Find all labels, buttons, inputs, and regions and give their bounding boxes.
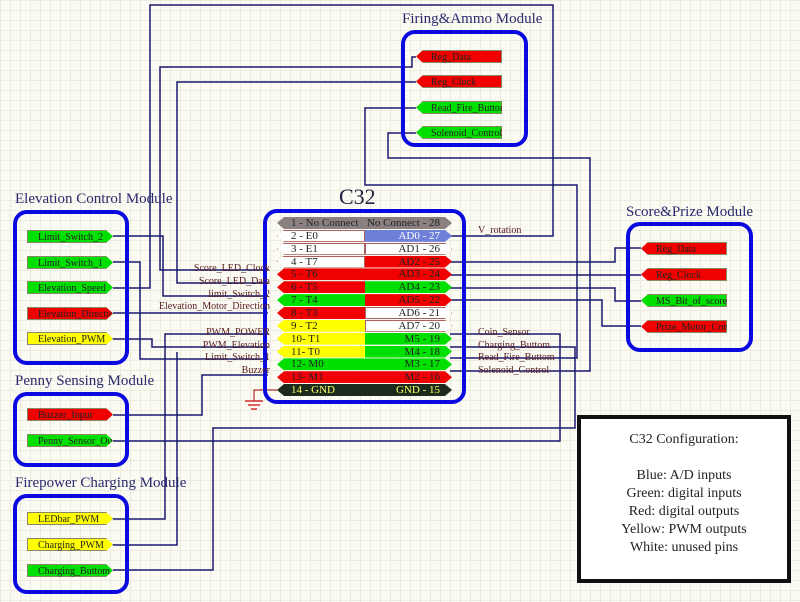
chip-pin[interactable]: M2 - 16 [365, 371, 452, 383]
chip-pin[interactable]: 6 - T5 [277, 281, 365, 294]
firing-ammo-module [401, 30, 528, 147]
chip-pin[interactable]: 5 - T6 [277, 268, 365, 281]
firepower-module-title: Firepower Charging Module [15, 475, 187, 491]
net-label: Read_Fire_Buttom [478, 352, 555, 363]
firing-port-reg-data[interactable]: Reg_Data [416, 50, 502, 63]
chip-pin[interactable]: M4 - 18 [365, 346, 452, 358]
elevation-port-limit-switch-1[interactable]: Limit_Switch_1 [27, 256, 113, 269]
config-line: Yellow: PWM outputs [621, 522, 747, 537]
firing-port-read-fire-buttom[interactable]: Read_Fire_Buttom [416, 101, 502, 114]
chip-pin[interactable]: 10- T1 [277, 332, 365, 345]
config-line: Blue: A/D inputs [636, 468, 732, 483]
elevation-port-elevation-speed[interactable]: Elevation_Speed [27, 281, 113, 294]
chip-pin[interactable]: 3 - E1 [277, 242, 365, 255]
wire [113, 235, 268, 297]
firing-ammo-module-title: Firing&Ammo Module [402, 11, 543, 27]
score-port-prize-motor-control[interactable]: Prize_Motor_Control [641, 320, 727, 333]
wire [159, 56, 416, 271]
net-label: Buzzer [241, 365, 270, 376]
chip-pin[interactable]: AD2 - 25 [365, 256, 452, 268]
config-line: Green: digital inputs [626, 486, 742, 501]
configuration-legend: C32 Configuration: Blue: A/D inputs Gree… [577, 415, 791, 583]
score-port-reg-data[interactable]: Reg_Data [641, 242, 727, 255]
wire [113, 333, 561, 442]
net-label: Solenoid_Control [478, 365, 550, 376]
net-label: Score_LED_Data [198, 276, 270, 287]
c32-chip [263, 209, 466, 404]
elevation-port-elevation-direction[interactable]: Elevation_Direction [27, 307, 113, 320]
config-line: White: unused pins [629, 540, 739, 555]
chip-pin[interactable]: 8 - T3 [277, 306, 365, 319]
net-label: V_rotation [478, 225, 522, 236]
wire [113, 352, 178, 546]
net-label: Limit_Switch_1 [205, 352, 270, 363]
chip-pin[interactable]: 7 - T4 [277, 294, 365, 307]
chip-pin[interactable]: AD3 - 24 [365, 268, 452, 280]
chip-pin[interactable]: AD0 - 27 [365, 230, 452, 242]
wire [450, 247, 641, 263]
wire [450, 299, 641, 327]
chip-pin[interactable]: AD1 - 26 [365, 243, 452, 255]
firepower-module [13, 494, 129, 594]
firing-port-solenoid-control[interactable]: Solenoid_Control [416, 126, 502, 139]
score-prize-module-title: Score&Prize Module [626, 204, 754, 220]
elevation-module [13, 210, 129, 365]
chip-pin[interactable]: AD7 - 20 [365, 320, 452, 332]
net-label: Score_LED_Clock [193, 263, 270, 274]
chip-pin[interactable]: 12- M0 [277, 358, 365, 371]
wire [176, 81, 416, 284]
chip-pin[interactable]: AD4 - 23 [365, 281, 452, 293]
penny-module [13, 392, 129, 467]
net-label: Charging_Buttom [478, 340, 551, 351]
chip-pin[interactable]: GND - 15 [365, 384, 452, 396]
chip-pin[interactable]: 4 - T7 [277, 255, 365, 268]
firepower-port-charging-pwm[interactable]: Charging_PWM [27, 538, 113, 551]
config-title: C32 Configuration: [629, 432, 739, 447]
chip-pin[interactable]: AD6 - 21 [365, 307, 452, 319]
elevation-port-limit-switch-2[interactable]: Limit_Switch_2 [27, 230, 113, 243]
net-label: PWM_POWER [206, 327, 270, 338]
wire [113, 333, 268, 520]
score-prize-module [626, 222, 753, 352]
chip-pin[interactable]: 11- T0 [277, 345, 365, 358]
chip-title: C32 [339, 184, 376, 209]
wire [113, 338, 268, 348]
net-label: PWM_Elevation [202, 340, 270, 351]
net-label: limit_Switch_2 [208, 289, 270, 300]
net-label: Coin_Sensor [478, 327, 530, 338]
chip-pin[interactable]: No Connect - 28 [365, 217, 452, 229]
firing-port-reg-clock[interactable]: Reg_Clock [416, 75, 502, 88]
chip-pin[interactable]: AD5 - 22 [365, 294, 452, 306]
chip-pin[interactable]: 2 - E0 [277, 229, 365, 242]
chip-pin[interactable]: 13- M1 [277, 371, 365, 384]
chip-pin[interactable]: M5 - 19 [365, 333, 452, 345]
wire [450, 287, 641, 302]
config-line: Red: digital outputs [628, 504, 740, 519]
chip-pin[interactable]: M3 - 17 [365, 358, 452, 370]
elevation-module-title: Elevation Control Module [15, 191, 173, 207]
wire [113, 374, 268, 416]
wire [113, 346, 576, 571]
chip-pin[interactable]: 14 - GND [277, 384, 365, 397]
penny-port-buzzer-input[interactable]: Buzzer_Input [27, 408, 113, 421]
score-port-ms-bit-of-score[interactable]: MS_Bit_of_score [641, 294, 727, 307]
firepower-port-ledbar-pwm[interactable]: LEDbar_PWM [27, 512, 113, 525]
chip-pin[interactable]: 1 - No Connect [277, 217, 365, 229]
wire [364, 107, 578, 359]
net-label: Elevation_Motor_Direction [158, 301, 270, 312]
wire [113, 4, 554, 289]
chip-pin[interactable]: 9 - T2 [277, 319, 365, 332]
elevation-port-elevation-pwm[interactable]: Elevation_PWM [27, 332, 113, 345]
score-port-reg-clock[interactable]: Reg_Clock [641, 268, 727, 281]
penny-module-title: Penny Sensing Module [15, 373, 155, 389]
wire [387, 132, 591, 372]
firepower-port-charging-buttom[interactable]: Charging_Buttom [27, 564, 113, 577]
penny-port-penny-sensor-output[interactable]: Penny_Sensor_Output [27, 434, 113, 447]
